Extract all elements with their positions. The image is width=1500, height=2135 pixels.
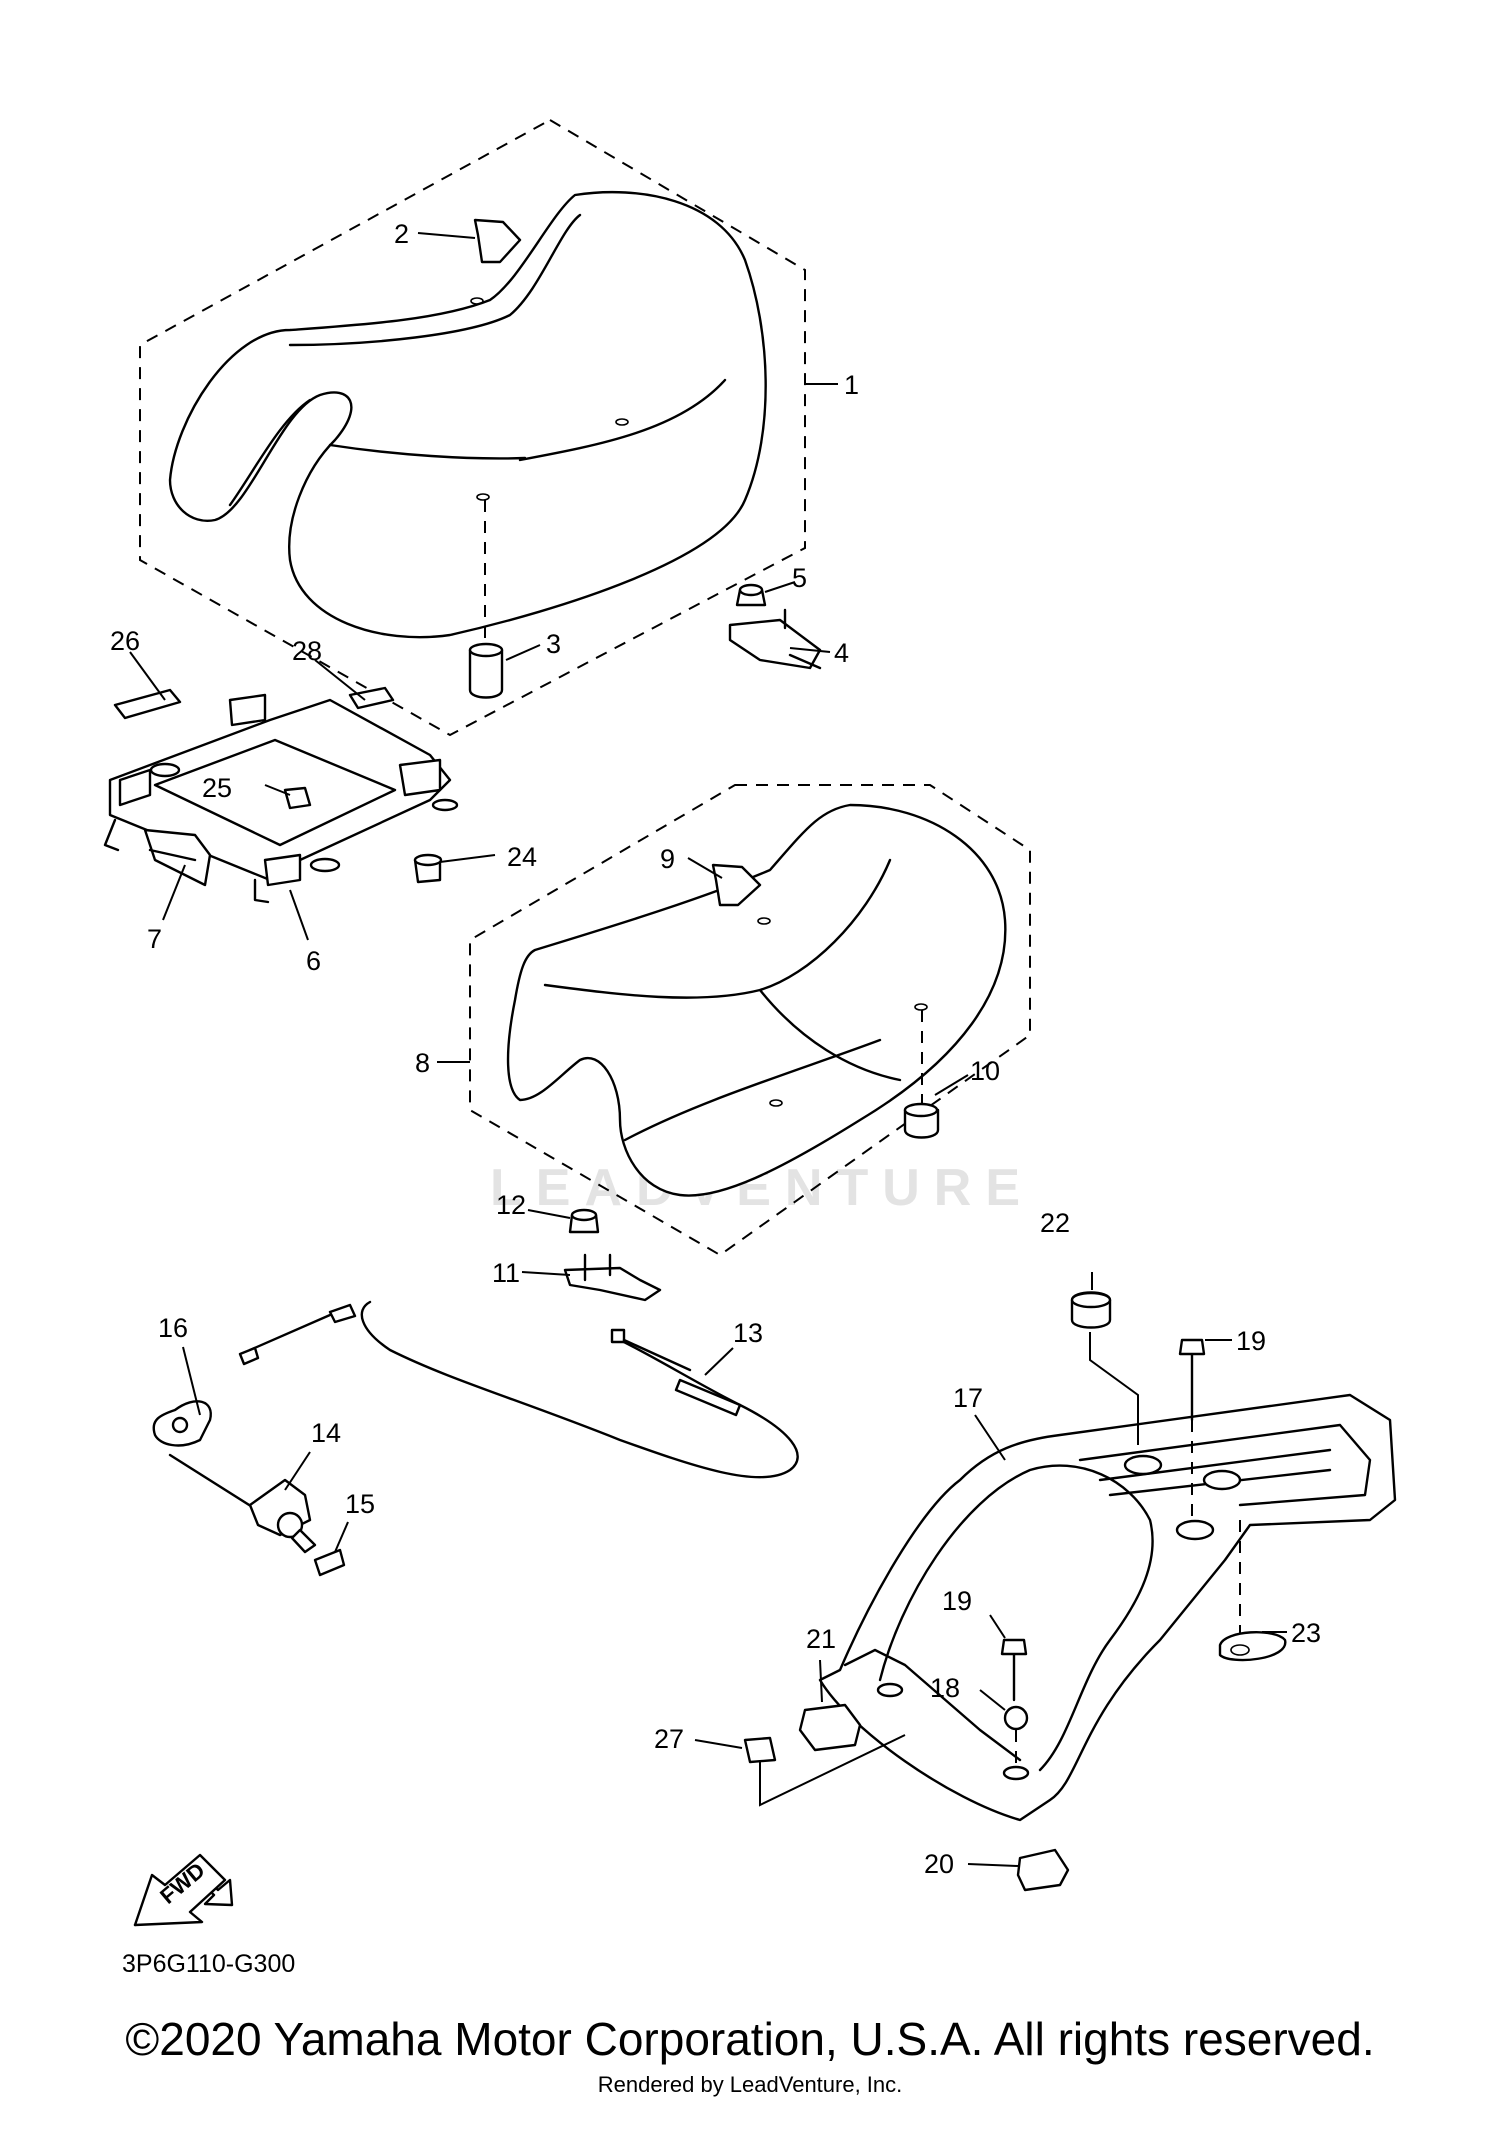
callout-4: 4 [834,638,849,668]
bolt-19-lower-icon [1000,1638,1028,1656]
damper-20-icon [1016,1848,1070,1892]
front-seat-assembly [139,118,806,737]
callout-25: 25 [202,773,232,803]
damper-21-icon [798,1703,862,1752]
bolt-15-icon [313,1548,346,1577]
callout-18: 18 [930,1673,960,1703]
carrier-hardware [743,1291,1287,1892]
callout-5: 5 [792,563,807,593]
callout-27: 27 [654,1724,684,1754]
callout-11: 11 [492,1258,520,1288]
callout-22: 22 [1040,1208,1070,1238]
callout-20: 20 [924,1849,954,1879]
callout-9: 9 [660,844,675,874]
callout-numbers: 2 1 3 4 5 26 28 25 24 7 6 8 9 10 12 11 1… [110,219,1321,1879]
label-27-icon [743,1736,777,1764]
callout-17: 17 [953,1383,983,1413]
rear-seat-shape [506,803,1007,1197]
callout-21: 21 [806,1624,836,1654]
callout-2: 2 [394,219,409,249]
callout-12: 12 [496,1190,526,1220]
seat-lock-assembly [152,1400,346,1577]
callout-23: 23 [1291,1618,1321,1648]
callout-13: 13 [733,1318,763,1348]
bolt-19-top-icon [1178,1338,1206,1356]
callout-16: 16 [158,1313,188,1343]
rear-seat-outline-box [469,784,1031,1257]
callout-19-lower: 19 [942,1586,972,1616]
diagram-code: 3P6G110-G300 [122,1950,295,1978]
label-26-icon [113,688,182,720]
seat-band-icon-2 [711,863,762,907]
hook-7-icon [143,828,212,887]
callout-24: 24 [507,842,537,872]
seat-damper-icon-2 [903,1108,940,1139]
washer-23-icon [1218,1631,1287,1662]
rear-seat-assembly [469,784,1031,1257]
seat-lock-cable [238,1300,799,1479]
copyright-notice: ©2020 Yamaha Motor Corporation, U.S.A. A… [125,2013,1375,2065]
callout-3: 3 [546,629,561,659]
rendered-by-notice: Rendered by LeadVenture, Inc. [597,2072,903,2097]
seat-base-plate [103,686,459,904]
seat-band-icon [473,218,522,264]
seat-lock-bracket [728,583,822,670]
leader-lines [129,232,1287,1867]
callout-19-top: 19 [1236,1326,1266,1356]
washer-18-icon [1003,1705,1029,1731]
front-seat-outline-box [139,118,806,737]
callout-26: 26 [110,626,140,656]
callout-7: 7 [147,924,162,954]
callout-10: 10 [970,1056,1000,1086]
callout-6: 6 [306,946,321,976]
rear-lock-bracket [563,1208,662,1302]
callout-8: 8 [415,1048,430,1078]
callout-14: 14 [311,1418,341,1448]
rear-carrier [818,1393,1397,1822]
fwd-arrow-icon: FWD [133,1853,234,1927]
grommet-25-icon [283,786,312,810]
callout-28: 28 [292,636,322,666]
callout-15: 15 [345,1489,375,1519]
seat-damper-icon [468,648,504,699]
label-28-icon [348,686,395,710]
callout-1: 1 [844,370,859,400]
front-seat-shape [168,190,767,639]
